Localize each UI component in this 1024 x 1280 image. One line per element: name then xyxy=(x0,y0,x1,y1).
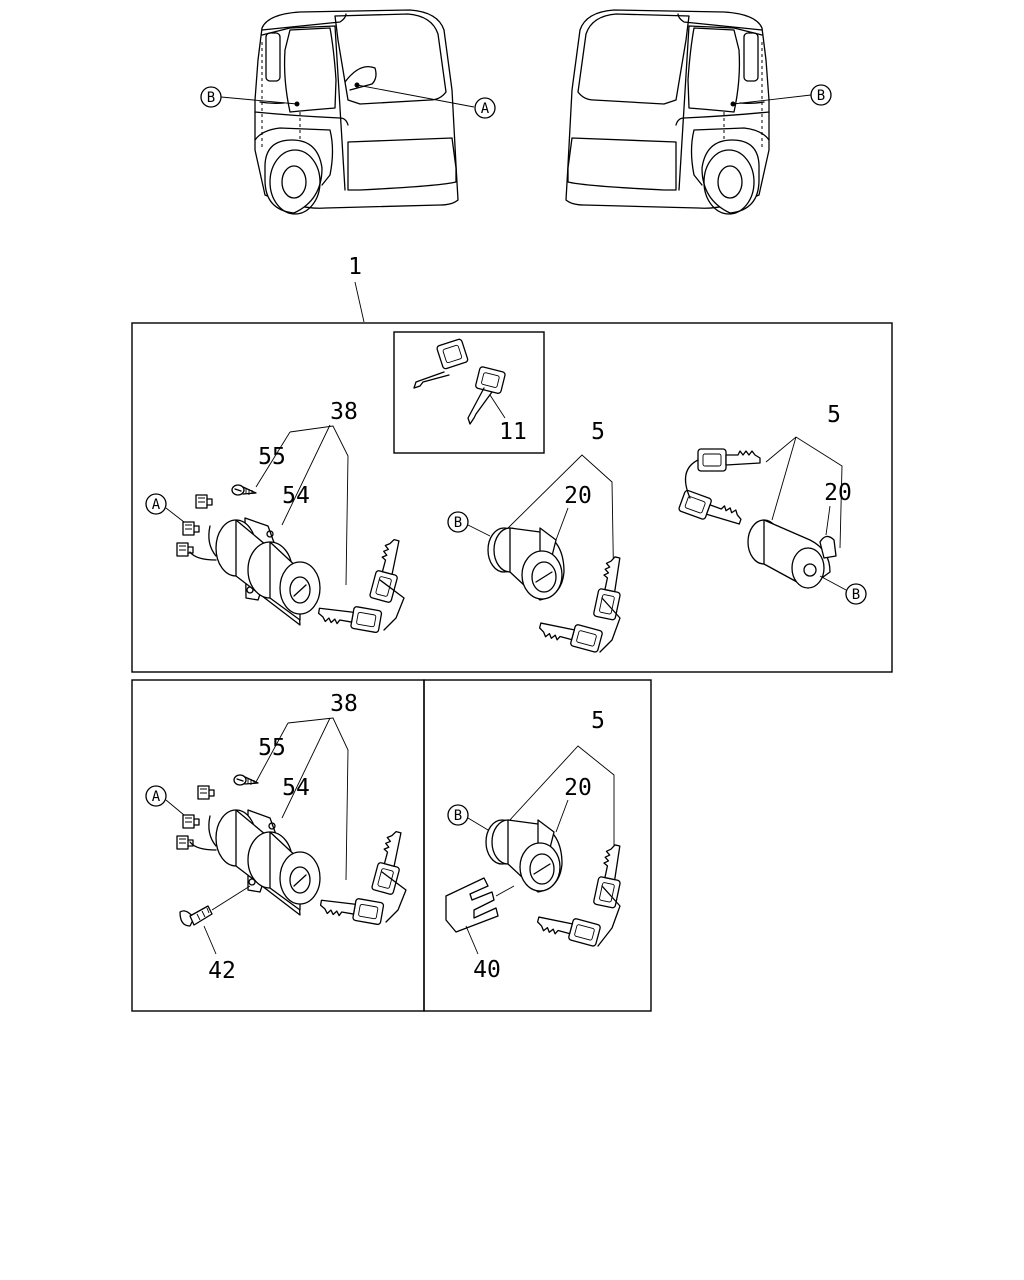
truck-cab-right-view xyxy=(565,9,770,215)
callout-5-mid: 5 xyxy=(591,419,605,445)
callout-55-bottom: 55 xyxy=(258,735,286,761)
door-cylinder-20-right xyxy=(747,519,837,589)
svg-text:A: A xyxy=(481,101,490,117)
callout-5-right: 5 xyxy=(827,402,841,428)
ref-mark-b-cab-right: B xyxy=(810,84,832,106)
leader-40 xyxy=(465,925,479,955)
connector-top-1 xyxy=(195,494,213,509)
leader-20-mid xyxy=(555,507,569,541)
svg-text:B: B xyxy=(454,808,462,824)
leader-54-top xyxy=(281,424,331,526)
bolt-42 xyxy=(179,885,251,927)
svg-text:B: B xyxy=(817,88,825,104)
key-pair-inset xyxy=(413,338,506,425)
svg-text:B: B xyxy=(207,90,215,106)
callout-40: 40 xyxy=(473,957,501,983)
key-pair-38-bottom xyxy=(318,828,410,926)
leader-5-right-cylinder xyxy=(771,436,797,521)
ref-mark-a-cab-left: A xyxy=(474,97,496,119)
callout-38-top: 38 xyxy=(330,399,358,425)
bracket-5-bottom xyxy=(507,745,615,890)
callout-5-bottom: 5 xyxy=(591,708,605,734)
door-cylinder-20-bottom xyxy=(485,819,563,893)
callout-42: 42 xyxy=(208,958,236,984)
svg-text:A: A xyxy=(152,789,161,805)
leader-20-bottom xyxy=(555,799,569,833)
bracket-38-bottom xyxy=(287,717,349,881)
leader-assembly-1 xyxy=(354,281,365,323)
callout-20-mid: 20 xyxy=(564,483,592,509)
bracket-5-right xyxy=(765,436,843,549)
ref-mark-a-top: A xyxy=(145,493,185,523)
key-pair-5-right xyxy=(677,448,761,533)
ignition-lock-cylinder-54-top xyxy=(189,517,321,626)
key-pair-38-top xyxy=(316,536,408,634)
ignition-lock-cylinder-54-bottom xyxy=(189,809,321,916)
leader-42 xyxy=(203,925,217,955)
callout-38-bottom: 38 xyxy=(330,691,358,717)
ref-mark-b-right: B xyxy=(819,575,867,605)
leader-55-top xyxy=(255,431,291,488)
screw-55-top xyxy=(231,484,257,496)
callout-20-right: 20 xyxy=(824,480,852,506)
callout-key-11: 11 xyxy=(499,419,527,445)
ref-mark-b-bottom: B xyxy=(447,804,489,831)
svg-text:B: B xyxy=(454,515,462,531)
connector-top-2 xyxy=(182,521,200,536)
key-inset-frame xyxy=(393,331,545,454)
svg-text:A: A xyxy=(152,497,161,513)
lower-right-frame xyxy=(423,679,652,1012)
bracket-38-top xyxy=(289,425,349,586)
leader-54-bottom xyxy=(281,717,331,819)
ref-mark-b-cab-left: B xyxy=(200,86,222,108)
truck-cab-left-view xyxy=(254,9,459,215)
connector-bottom-1 xyxy=(197,785,215,800)
callout-assembly-1: 1 xyxy=(348,254,362,280)
key-pair-5-bottom xyxy=(534,842,629,948)
cab-reference-leaders xyxy=(220,84,812,108)
ref-mark-a-bottom: A xyxy=(145,785,185,816)
callout-55-top: 55 xyxy=(258,444,286,470)
svg-text:B: B xyxy=(852,587,860,603)
leader-20-right xyxy=(825,505,831,536)
leader-55-bottom xyxy=(255,722,289,783)
door-cylinder-20-mid xyxy=(487,527,565,601)
connector-top-3 xyxy=(176,542,194,557)
ref-mark-b-mid: B xyxy=(447,511,491,537)
key-pair-5-mid xyxy=(536,554,629,654)
callout-20-bottom: 20 xyxy=(564,775,592,801)
retainer-40 xyxy=(445,877,515,933)
screw-55-bottom xyxy=(233,774,259,786)
bracket-5-mid xyxy=(507,454,615,603)
connector-bottom-2 xyxy=(182,814,200,829)
assembly-1-frame xyxy=(131,322,893,673)
